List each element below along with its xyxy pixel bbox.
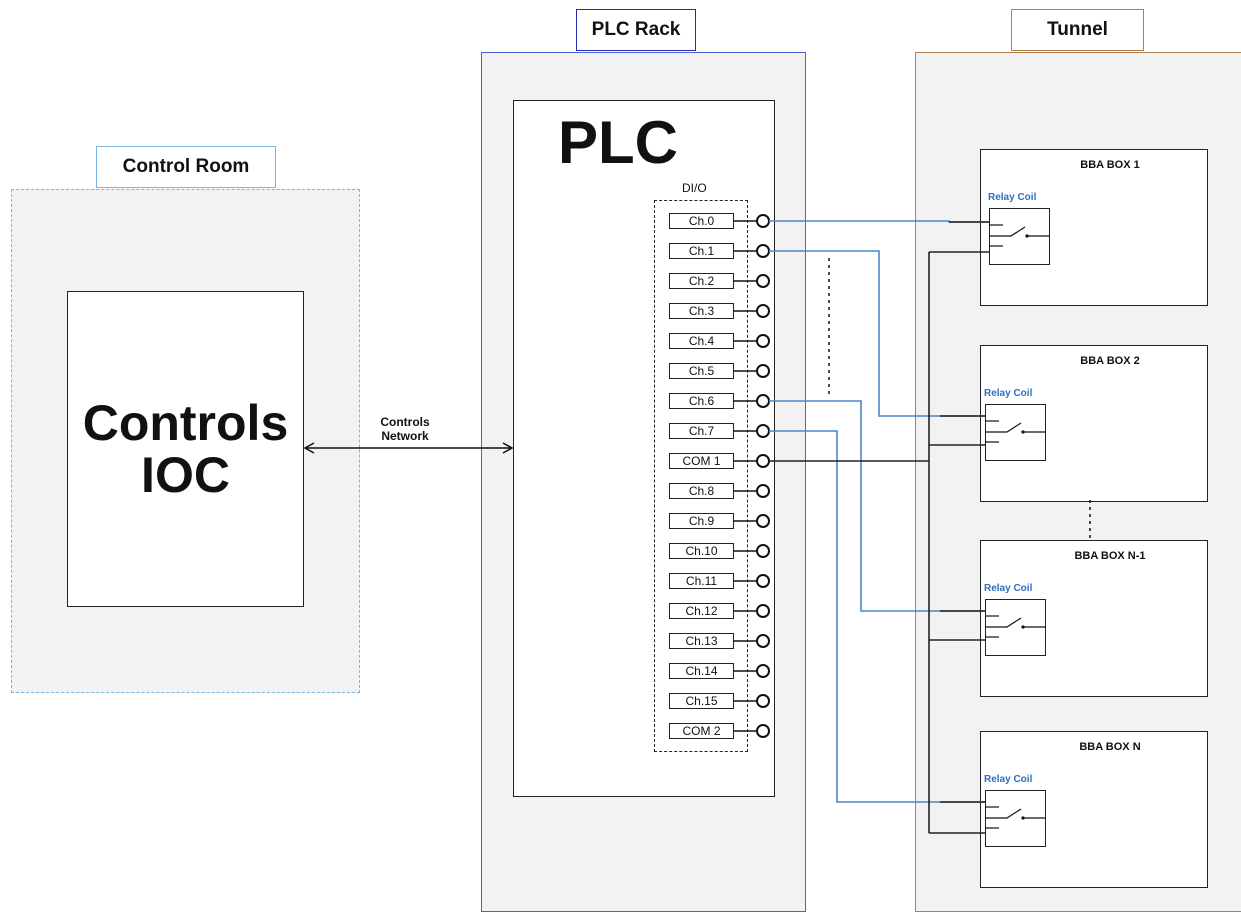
relay-switch [985,422,1022,433]
channel-ch-1: Ch.1 [669,243,734,259]
channel-ch-7: Ch.7 [669,423,734,439]
channel-com-1: COM 1 [669,453,734,469]
channel-ch-9: Ch.9 [669,513,734,529]
relay-switch [985,808,1022,819]
dio-label: DI/O [682,181,707,195]
controls-ioc-box: Controls IOC [67,291,304,607]
terminal-circle [756,634,770,648]
bba-box-title: BBA BOX N-1 [1074,550,1146,562]
terminal-circle [756,544,770,558]
channel-ch-14: Ch.14 [669,663,734,679]
terminal-circle [756,574,770,588]
channel-com-2: COM 2 [669,723,734,739]
terminal-circle [756,604,770,618]
channel-ch-3: Ch.3 [669,303,734,319]
ioc-label-line1: Controls [82,395,289,451]
terminal-circle [756,454,770,468]
terminal-circle [756,334,770,348]
relay-contact-dot [1021,625,1025,629]
wire-ch1-to-bba2 [769,250,985,417]
relay-contact-dot [1021,816,1025,820]
relay-coil-label: Relay Coil [984,388,1033,399]
controls-network-label: Controls Network [360,415,450,443]
terminal-circle [756,664,770,678]
wire-ch6-to-bba-n-1 [769,400,985,612]
channel-ch-13: Ch.13 [669,633,734,649]
channel-ch-4: Ch.4 [669,333,734,349]
terminal-circle [756,364,770,378]
network-label-line2: Network [381,429,429,443]
channel-ch-8: Ch.8 [669,483,734,499]
channel-ch-12: Ch.12 [669,603,734,619]
wire-ch7-to-bba-n [769,430,985,803]
terminal-circle [756,694,770,708]
channel-ch-15: Ch.15 [669,693,734,709]
relay-coil-label: Relay Coil [984,774,1033,785]
terminal-circle [756,214,770,228]
channel-ch-2: Ch.2 [669,273,734,289]
relay-coil-label: Relay Coil [984,583,1033,594]
terminal-circle [756,484,770,498]
channel-ch-6: Ch.6 [669,393,734,409]
terminal-circle [756,244,770,258]
channel-ch-11: Ch.11 [669,573,734,589]
tunnel-title: Tunnel [1011,9,1144,51]
bba-box-title: BBA BOX 1 [1080,159,1140,171]
terminal-circle [756,724,770,738]
relay-switch [989,226,1026,237]
plc-title: PLC [558,109,678,176]
control-room-title: Control Room [96,146,276,188]
relay-coil-label: Relay Coil [988,192,1037,203]
channel-ch-10: Ch.10 [669,543,734,559]
relay-contact-dot [1021,430,1025,434]
relay-switch [985,617,1022,628]
relay-contact-dot [1025,234,1029,238]
terminal-circle [756,274,770,288]
channel-ch-5: Ch.5 [669,363,734,379]
dio-group [654,200,748,752]
terminal-circle [756,424,770,438]
plc-rack-title: PLC Rack [576,9,696,51]
bba-box-title: BBA BOX 2 [1080,355,1140,367]
terminal-circle [756,394,770,408]
terminal-circle [756,304,770,318]
network-label-line1: Controls [380,415,430,429]
bba-box-title: BBA BOX N [1079,741,1141,753]
terminal-circle [756,514,770,528]
channel-ch-0: Ch.0 [669,213,734,229]
ioc-label-line2: IOC [141,447,230,503]
